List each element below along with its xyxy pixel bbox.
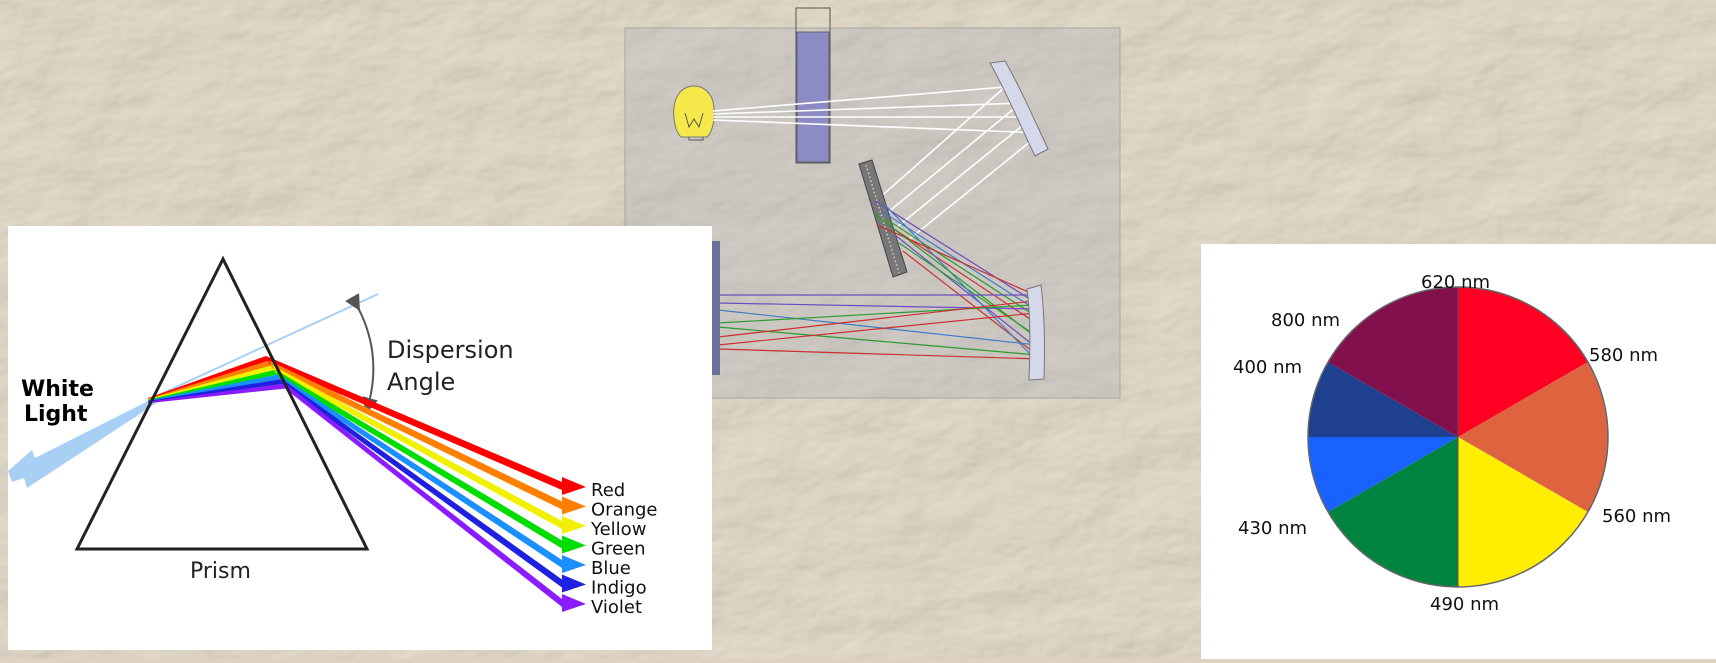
- dispersed-beams: [872, 200, 1040, 356]
- color-wheel-panel: 620 nm 800 nm 400 nm 580 nm 560 nm 430 n…: [1201, 244, 1716, 659]
- inner-band-violet: [148, 383, 289, 404]
- wheel-segment-dark-blue: [1308, 362, 1458, 437]
- bulb-filament: [684, 112, 704, 129]
- color-wheel: [1308, 287, 1608, 587]
- collimating-mirror: [989, 60, 1049, 157]
- white-light-label-1: White: [21, 377, 94, 402]
- label-400nm: 400 nm: [1233, 357, 1302, 378]
- prism-svg: White Light Dispersion Angle Prism RedOr…: [8, 255, 658, 618]
- spectrophotometer-svg: [624, 7, 1121, 399]
- cuvette-sample: [796, 31, 830, 163]
- light-bulb-icon: [673, 85, 715, 138]
- inner-band-green: [148, 369, 279, 402]
- label-580nm: 580 nm: [1589, 345, 1658, 366]
- dispersion-angle-label-1: Dispersion: [387, 336, 514, 364]
- label-620nm: 620 nm: [1421, 272, 1490, 293]
- color-wheel-outline: [1307, 286, 1609, 588]
- wheel-segment-green: [1328, 437, 1458, 587]
- dispersion-angle-label-2: Angle: [387, 368, 455, 396]
- incoming-light-beam: [8, 396, 158, 488]
- undeviated-path-line: [147, 293, 379, 401]
- label-560nm: 560 nm: [1602, 506, 1671, 527]
- dispersion-angle-arc: [345, 293, 378, 414]
- grating-lines: [865, 164, 900, 274]
- prism-label: Prism: [190, 559, 251, 584]
- focusing-mirror: [1026, 284, 1046, 381]
- wheel-segment-orange: [1458, 362, 1608, 512]
- cuvette-outline: [795, 7, 831, 164]
- color-wheel-svg: 620 nm 800 nm 400 nm 580 nm 560 nm 430 n…: [1233, 272, 1671, 615]
- band-label-blue: Blue: [591, 558, 631, 579]
- white-light-beams: [712, 86, 1042, 242]
- band-yellow: [272, 365, 586, 534]
- inner-band-indigo: [148, 379, 286, 403]
- label-490nm: 490 nm: [1430, 594, 1499, 615]
- inner-band-orange: [148, 360, 273, 401]
- wheel-segment-blue: [1308, 437, 1458, 512]
- band-orange: [269, 360, 586, 515]
- label-430nm: 430 nm: [1238, 518, 1307, 539]
- band-label-yellow: Yellow: [590, 519, 646, 540]
- band-label-indigo: Indigo: [591, 578, 647, 599]
- white-light-label-2: Light: [24, 402, 88, 427]
- focused-beams: [717, 294, 1040, 360]
- inner-band-yellow: [148, 365, 276, 401]
- wheel-segment-red: [1458, 287, 1588, 437]
- inner-spectrum-fan: [148, 356, 289, 404]
- band-red: [266, 356, 586, 495]
- wheel-segment-purple: [1328, 287, 1458, 437]
- band-label-red: Red: [591, 480, 625, 501]
- label-800nm: 800 nm: [1271, 310, 1340, 331]
- wheel-segment-yellow: [1458, 437, 1588, 587]
- band-label-green: Green: [591, 539, 646, 560]
- bulb-base: [688, 137, 704, 141]
- band-label-violet: Violet: [591, 597, 642, 618]
- inner-band-red: [148, 356, 270, 400]
- prism-triangle: [74, 255, 370, 551]
- band-label-orange: Orange: [591, 500, 658, 521]
- spectrophotometer-diagram: [623, 5, 1123, 401]
- inner-band-blue: [148, 374, 282, 402]
- output-spectrum-bands: [266, 356, 586, 612]
